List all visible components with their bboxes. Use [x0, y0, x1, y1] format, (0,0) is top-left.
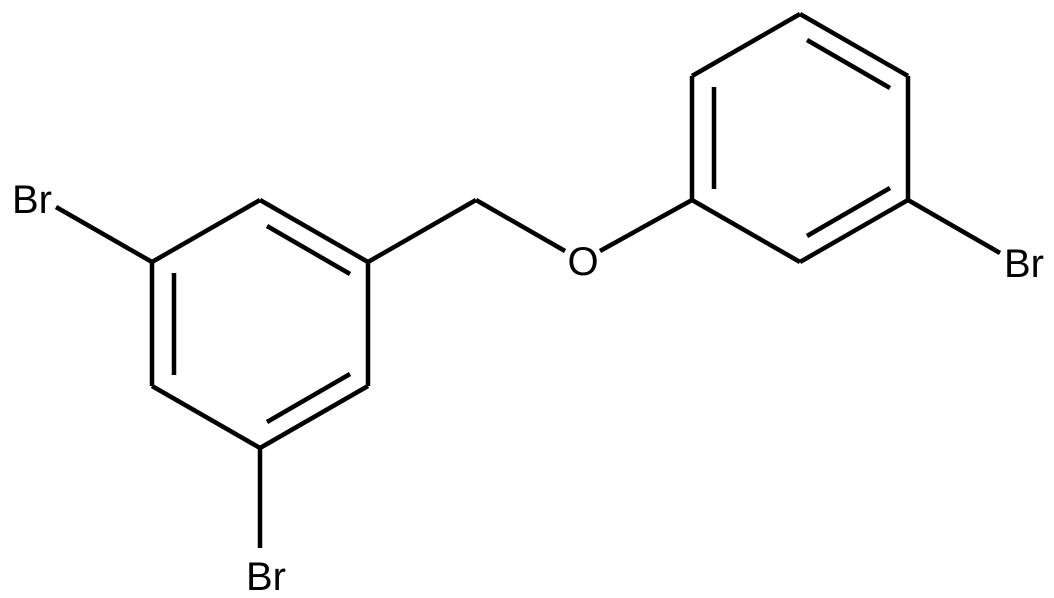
bond-ring1-c4-c5 [258, 384, 370, 450]
bond-ring2-double-inner-3 [805, 186, 892, 238]
bond-ch2-o [474, 198, 567, 253]
bond-ring2-c6-c1 [690, 198, 802, 264]
bond-ring1-double-inner-2 [265, 372, 352, 424]
bonds [54, 12, 1002, 548]
bond-ring2-c3-c4 [798, 12, 910, 78]
bond-ring2-double-inner-2 [805, 38, 892, 90]
bond-ring1-c1-c2 [150, 198, 262, 264]
atom-label-br-right: Br [1004, 242, 1044, 286]
atom-label-oxygen: O [567, 240, 598, 284]
bond-ring1-c5-c6 [150, 384, 262, 450]
bond-ring1-c2-c3 [258, 198, 370, 264]
bond-ring1-double-inner-1 [265, 224, 352, 276]
bond-c-br-right [906, 198, 1002, 255]
bond-ring1-ch2 [366, 198, 478, 264]
atom-label-br-top-left: Br [12, 178, 52, 222]
bond-ring2-c2-c3 [690, 12, 802, 78]
bond-c-br-top-left [54, 205, 154, 264]
bond-ring2-c5-c6 [798, 198, 910, 264]
bond-o-ring2 [598, 198, 694, 253]
atom-label-br-bottom: Br [246, 555, 286, 598]
atom-labels: Br Br O Br [12, 178, 1044, 598]
